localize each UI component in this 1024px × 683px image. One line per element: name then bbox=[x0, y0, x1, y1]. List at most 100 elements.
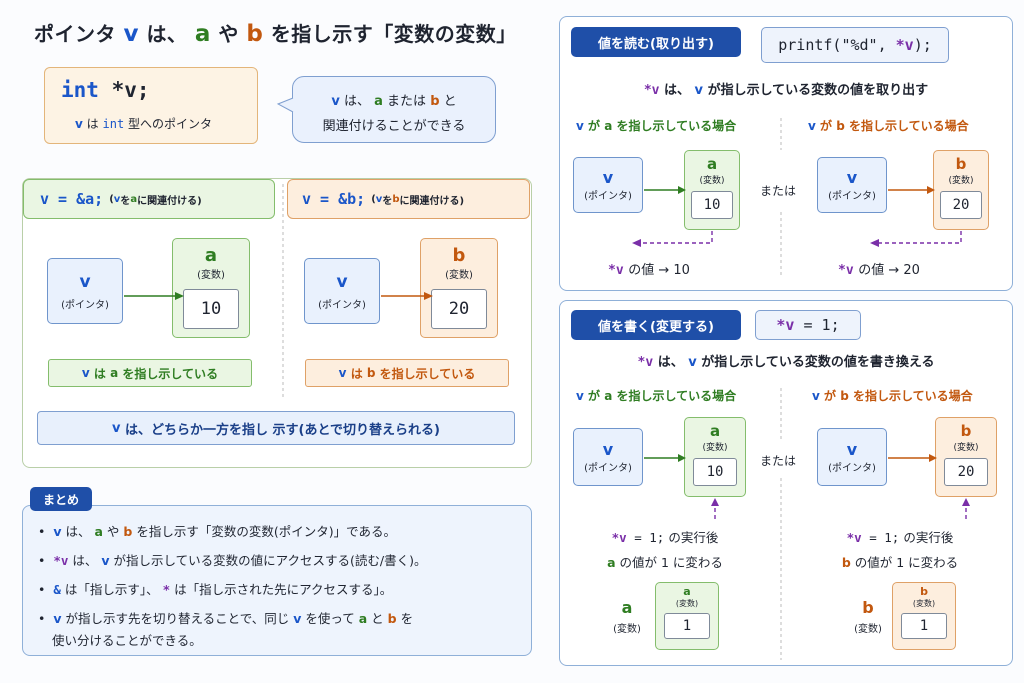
write-desc-text: は、 bbox=[657, 355, 684, 370]
caption-a: v は a を指し示している bbox=[48, 359, 252, 387]
pointer-sub: (ポインタ) bbox=[828, 191, 876, 202]
desc-v: v bbox=[75, 117, 83, 131]
case-text: を指し示している場合 bbox=[849, 119, 969, 133]
switch-note: v は、どちらか一方を指し 示す(あとで切り替えられる) bbox=[37, 411, 515, 445]
title-text: や bbox=[218, 22, 239, 46]
caption-text: は bbox=[93, 366, 106, 381]
var-a-sub: (変数) bbox=[702, 443, 728, 453]
assign-a-note: に関連付ける) bbox=[137, 195, 202, 207]
pointer-v-box: v (ポインタ) bbox=[304, 258, 380, 324]
var-a-value: 10 bbox=[693, 458, 737, 486]
sum-text: と bbox=[371, 611, 384, 626]
write-after-b: *v = 1; の実行後 bbox=[800, 527, 1000, 546]
summary-item: • *v は、 v が指し示している変数の値にアクセスする(読む/書く)。 bbox=[38, 553, 427, 568]
var-b-name: b bbox=[452, 245, 466, 266]
assign-b-note-v: v bbox=[375, 193, 383, 205]
bubble-a: a bbox=[374, 94, 383, 109]
var-a-box: a (変数) 10 bbox=[684, 417, 746, 497]
var-b-sub: (変数) bbox=[445, 270, 473, 281]
read-case-a: v が a を指し示している場合 bbox=[576, 117, 736, 134]
sum-text: は「指し示す」、 bbox=[64, 582, 159, 597]
case-b: b bbox=[836, 119, 845, 133]
result-b-name: b bbox=[862, 598, 874, 617]
result-text: の値 → 20 bbox=[858, 263, 920, 278]
read-desc-v: v bbox=[694, 83, 704, 98]
write-code: *v = 1; bbox=[755, 310, 861, 340]
after-code: = 1; bbox=[861, 530, 900, 545]
var-a-sub: (変数) bbox=[675, 599, 699, 608]
caption-text: は bbox=[350, 366, 363, 381]
write-or: または bbox=[760, 454, 797, 468]
after-text: の実行後 bbox=[903, 530, 954, 545]
var-a-name: a bbox=[204, 245, 218, 266]
pointer-name: v bbox=[602, 168, 614, 187]
write-desc-v: v bbox=[688, 355, 697, 370]
var-b-name: b bbox=[960, 422, 972, 440]
case-b: b bbox=[840, 389, 849, 403]
pointer-sub: (ポインタ) bbox=[318, 299, 366, 311]
read-desc-text: が指し示している変数の値を取り出す bbox=[707, 83, 929, 98]
assign-a-note-a: a bbox=[130, 193, 138, 205]
sum-a: a bbox=[94, 524, 103, 539]
declaration-desc: v は int 型へのポインタ bbox=[75, 115, 212, 132]
read-code-pre: printf("%d", bbox=[778, 36, 896, 54]
read-header: 値を読む(取り出す) bbox=[571, 27, 741, 57]
change-text: の値が 1 に変わる bbox=[619, 555, 723, 570]
bubble-line1: v は、 a または b と bbox=[293, 90, 495, 109]
sum-v: v bbox=[101, 553, 110, 568]
var-a-sub: (変数) bbox=[699, 176, 725, 186]
declaration-box: int *v; v は int 型へのポインタ bbox=[44, 67, 258, 144]
read-or: または bbox=[760, 184, 797, 198]
var-b-box: b (変数) 20 bbox=[933, 150, 989, 230]
var-b-name: b bbox=[955, 155, 967, 173]
title-text: を指し示す「変数の変数」 bbox=[270, 22, 517, 46]
read-result-a: *v の値 → 10 bbox=[608, 259, 690, 278]
bubble-line2: 関連付けることができる bbox=[322, 119, 466, 134]
assign-b-header: v = &b; ( v を b に関連付ける) bbox=[287, 179, 530, 219]
change-b: b bbox=[841, 555, 851, 570]
assign-a-note: を bbox=[120, 195, 131, 207]
pointer-v-box: v (ポインタ) bbox=[47, 258, 123, 324]
bubble-text: は、 bbox=[343, 94, 370, 109]
result-a-value: 1 bbox=[664, 613, 710, 639]
var-b-sub: (変数) bbox=[912, 599, 936, 608]
write-code-rest: = 1; bbox=[794, 316, 840, 334]
result-a-sub: (変数) bbox=[613, 624, 641, 635]
sum-v: v bbox=[53, 611, 62, 626]
result-var-b-box: b (変数) 1 bbox=[892, 582, 956, 650]
case-v: v bbox=[808, 119, 816, 133]
case-text: を指し示している場合 bbox=[853, 389, 973, 403]
sum-text: を使って bbox=[305, 611, 355, 626]
desc-text: は bbox=[86, 117, 99, 131]
bubble-text: と bbox=[443, 94, 457, 109]
speech-bubble: v は、 a または b と 関連付けることができる bbox=[292, 76, 496, 143]
var-a-sub: (変数) bbox=[197, 270, 225, 281]
sum-v: v bbox=[293, 611, 302, 626]
case-text: が bbox=[824, 389, 837, 403]
read-case-b: v が b を指し示している場合 bbox=[808, 117, 969, 134]
sum-star-v: *v bbox=[53, 553, 69, 568]
write-desc: *v は、 v が指し示している変数の値を書き換える bbox=[559, 351, 1013, 370]
var-a-value: 10 bbox=[691, 191, 733, 219]
switch-note-v: v bbox=[111, 420, 121, 436]
read-result-b: *v の値 → 20 bbox=[838, 259, 920, 278]
var-b-sub: (変数) bbox=[948, 176, 974, 186]
result-star-v: *v bbox=[608, 263, 624, 278]
assign-a-code: v = &a; bbox=[40, 190, 104, 208]
pointer-name: v bbox=[846, 440, 858, 459]
read-code-ptr: *v bbox=[895, 36, 914, 54]
case-text: が bbox=[588, 389, 601, 403]
desc-int: int bbox=[102, 117, 125, 131]
title-text: ポインタ bbox=[34, 22, 116, 46]
var-b-box: b (変数) 20 bbox=[935, 417, 997, 497]
bubble-v: v bbox=[331, 94, 340, 109]
summary-panel bbox=[22, 505, 532, 656]
switch-note-text: は、どちらか一方を指し 示す(あとで切り替えられる) bbox=[124, 422, 441, 438]
read-desc-star-v: *v bbox=[643, 83, 660, 98]
